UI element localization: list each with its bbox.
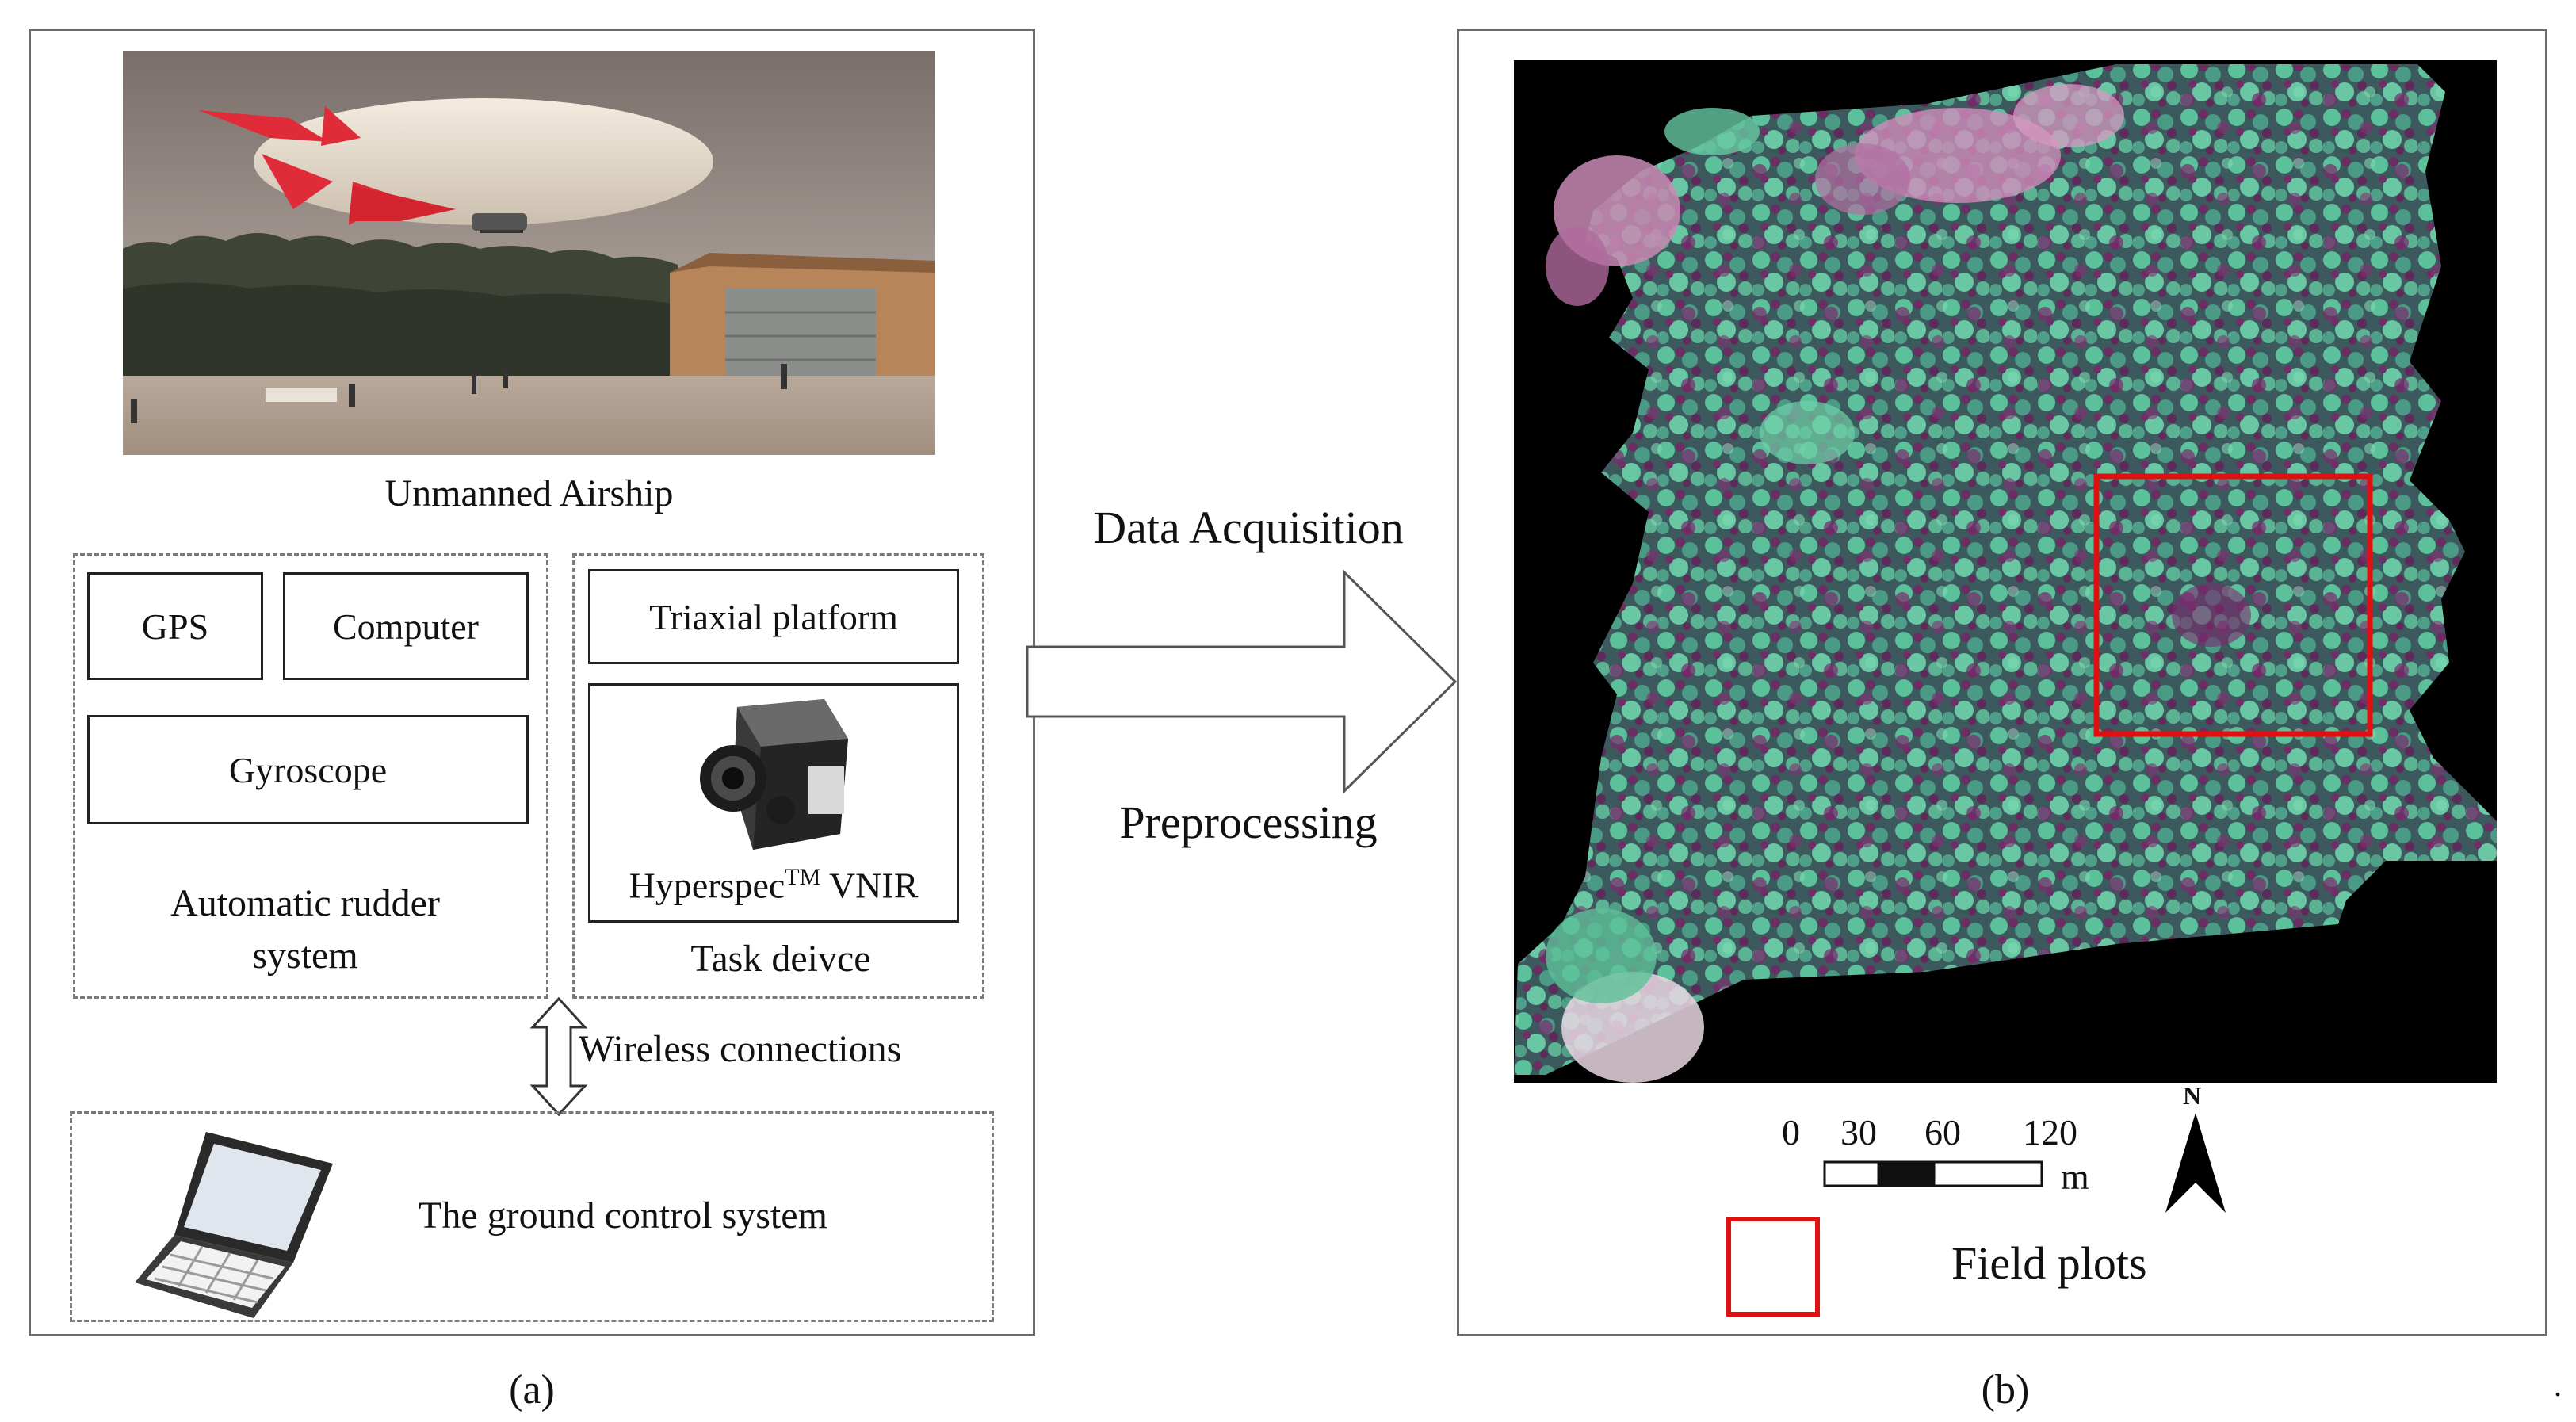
- wireless-label: Wireless connections: [579, 1028, 902, 1070]
- airship-photo: [123, 51, 935, 455]
- task-device-label: Task deivce: [690, 938, 871, 980]
- hyperspectral-camera-icon: [700, 699, 848, 850]
- preprocessing-label: Preprocessing: [1119, 797, 1378, 848]
- ground-control-group: [70, 1111, 994, 1322]
- process-arrow: [1026, 569, 1458, 794]
- gyroscope-label: Gyroscope: [228, 749, 388, 790]
- wireless-double-arrow: [529, 996, 588, 1117]
- triaxial-platform-box: Triaxial platform: [588, 569, 959, 664]
- scale-tick-0: 0: [1782, 1112, 1800, 1153]
- north-arrow-icon: [2165, 1113, 2226, 1213]
- task-device-group: [572, 553, 984, 999]
- gyroscope-box: Gyroscope: [87, 715, 529, 824]
- scale-bar: [1823, 1160, 2043, 1187]
- gps-label: GPS: [141, 606, 209, 647]
- scale-tick-120: 120: [2023, 1112, 2077, 1153]
- trailing-mark: .: [2554, 1367, 2562, 1403]
- hyperspec-label: HyperspecTM VNIR: [629, 864, 919, 906]
- field-plot-legend-label: Field plots: [1951, 1237, 2147, 1289]
- hyperspec-name: Hyperspec: [629, 865, 785, 905]
- north-label: N: [2183, 1081, 2202, 1110]
- rudder-system-group: [73, 553, 548, 999]
- computer-label: Computer: [333, 606, 479, 647]
- computer-box: Computer: [283, 572, 529, 680]
- scale-unit: m: [2061, 1156, 2089, 1197]
- field-plot-legend-swatch: [1726, 1217, 1820, 1317]
- data-acquisition-label: Data Acquisition: [1093, 502, 1404, 553]
- ground-control-label: The ground control system: [419, 1195, 827, 1237]
- rudder-system-label-line2: system: [252, 935, 358, 977]
- triaxial-platform-label: Triaxial platform: [649, 596, 898, 637]
- photo-caption: Unmanned Airship: [384, 472, 674, 514]
- caption-b: (b): [1981, 1367, 2030, 1412]
- scale-tick-30: 30: [1840, 1112, 1877, 1153]
- gps-box: GPS: [87, 572, 263, 680]
- hyperspec-suffix: VNIR: [820, 865, 919, 905]
- scale-tick-60: 60: [1924, 1112, 1961, 1153]
- hyperspec-trademark: TM: [785, 863, 821, 890]
- hyperspectral-image: [1514, 60, 2497, 1083]
- laptop-icon: [135, 1132, 333, 1318]
- rudder-system-label-line1: Automatic rudder: [170, 882, 440, 924]
- caption-a: (a): [509, 1367, 555, 1412]
